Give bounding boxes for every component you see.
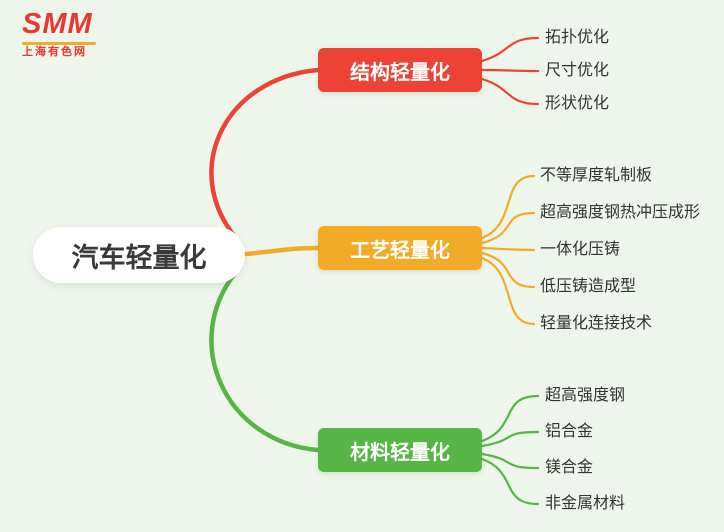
root-to-process-link	[243, 245, 321, 257]
smm-logo: SMM 上海有色网	[22, 10, 96, 58]
child-node[interactable]: 形状优化	[545, 95, 610, 112]
material-child-link	[480, 394, 540, 443]
logo-accent-line	[22, 42, 96, 45]
child-node[interactable]: 超高强度钢	[545, 387, 626, 404]
child-node[interactable]: 铝合金	[545, 423, 594, 440]
material-child-link	[480, 457, 540, 506]
child-node[interactable]: 一体化压铸	[540, 241, 621, 258]
material-child-link	[480, 452, 540, 470]
root-to-material-link	[209, 269, 321, 453]
child-node[interactable]: 不等厚度轧制板	[540, 167, 653, 184]
child-node[interactable]: 拓扑优化	[545, 29, 610, 46]
child-node[interactable]: 尺寸优化	[545, 62, 610, 79]
child-node[interactable]: 非金属材料	[545, 495, 626, 512]
material-child-link	[480, 430, 540, 448]
root-node[interactable]: 汽车轻量化	[33, 227, 245, 283]
smm-logo-text: SMM	[22, 8, 93, 40]
branch-node-structure[interactable]: 结构轻量化	[318, 48, 482, 92]
smm-logo-subtext: 上海有色网	[22, 46, 87, 58]
branch-node-material[interactable]: 材料轻量化	[318, 428, 482, 472]
structure-child-link	[480, 77, 540, 106]
child-node[interactable]: 超高强度钢热冲压成形	[540, 204, 701, 221]
branch-node-process[interactable]: 工艺轻量化	[318, 226, 482, 270]
process-child-link	[480, 251, 536, 289]
child-node[interactable]: 镁合金	[545, 459, 594, 476]
process-child-link	[480, 174, 536, 240]
structure-child-link	[480, 36, 540, 63]
process-child-link	[480, 256, 536, 326]
child-node[interactable]: 低压铸造成型	[540, 278, 637, 295]
structure-child-link	[480, 68, 540, 73]
process-child-link	[480, 211, 536, 245]
child-node[interactable]: 轻量化连接技术	[540, 315, 653, 332]
root-to-structure-link	[209, 67, 321, 241]
process-child-link	[480, 246, 536, 252]
